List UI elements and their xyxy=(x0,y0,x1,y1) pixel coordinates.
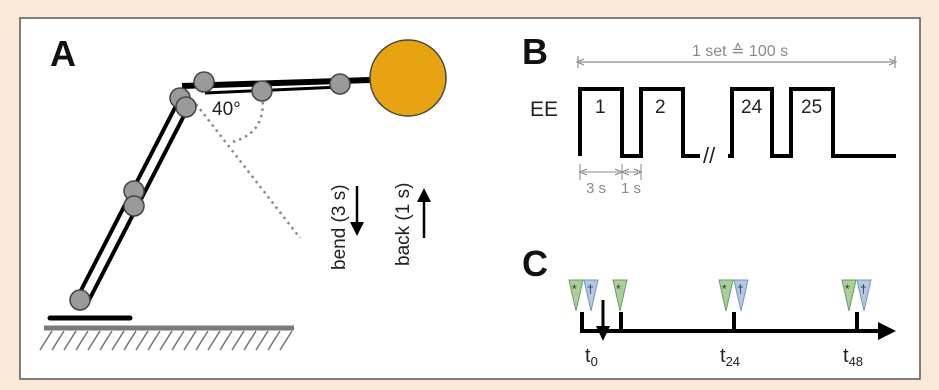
marker-t48-blue: † xyxy=(856,279,872,312)
pulse-label-1: 1 xyxy=(595,97,606,118)
time-subscript: 24 xyxy=(726,354,740,369)
marker-t48-green: * xyxy=(841,279,857,312)
panel-c: C * † * * † xyxy=(522,243,896,369)
joint xyxy=(123,195,145,217)
joints xyxy=(69,71,351,311)
reference-dotted-line xyxy=(195,103,301,239)
time-subscript: 48 xyxy=(849,354,863,369)
stimulus-arrow-head xyxy=(596,326,610,341)
panel-a: A 40° xyxy=(39,33,447,351)
time-subscript: 0 xyxy=(591,354,598,369)
marker-t0-green: * xyxy=(568,279,584,312)
marker-t24-blue: † xyxy=(733,279,749,312)
time-label-t0: t0 xyxy=(585,345,598,369)
bend-arrow-head xyxy=(350,222,364,236)
svg-text:†: † xyxy=(587,282,594,296)
duration-arrows xyxy=(580,164,641,180)
joint xyxy=(329,73,351,95)
svg-text:*: * xyxy=(616,282,621,296)
time-label-t24: t24 xyxy=(720,345,740,369)
weight-ball xyxy=(369,39,447,117)
duration-1s: 1 s xyxy=(621,180,641,197)
back-label: back (1 s) xyxy=(393,183,414,266)
ground xyxy=(39,325,294,351)
pulse-label-24: 24 xyxy=(741,97,763,118)
bend-label: bend (3 s) xyxy=(329,184,350,270)
svg-text:*: * xyxy=(572,282,577,296)
time-label-t48: t48 xyxy=(843,345,863,369)
svg-text:*: * xyxy=(845,282,850,296)
pulse-label-2: 2 xyxy=(655,97,666,118)
marker-post-green: * xyxy=(612,279,628,312)
panel-b: B 1 set ≙ 100 s EE // 1 2 24 25 3 s 1 s xyxy=(522,31,896,197)
wave-break: // xyxy=(703,143,716,168)
svg-text:†: † xyxy=(860,282,867,296)
svg-text:†: † xyxy=(737,282,744,296)
pulse-label-25: 25 xyxy=(801,97,822,118)
panel-c-letter: C xyxy=(522,243,548,284)
back-arrow-head xyxy=(417,188,431,202)
angle-label: 40° xyxy=(212,99,241,120)
ee-row-label: EE xyxy=(530,98,558,121)
ee-square-wave-end xyxy=(728,87,896,158)
panel-a-letter: A xyxy=(50,33,76,74)
joint xyxy=(251,80,273,102)
joint xyxy=(193,71,215,93)
marker-t24-green: * xyxy=(718,279,734,312)
joint xyxy=(69,289,91,311)
svg-text:*: * xyxy=(722,282,727,296)
joint xyxy=(175,96,197,118)
duration-3s: 3 s xyxy=(586,180,606,197)
ee-square-wave xyxy=(578,87,700,158)
marker-t0-blue: † xyxy=(583,279,599,312)
set-label: 1 set ≙ 100 s xyxy=(692,43,788,60)
panel-b-letter: B xyxy=(522,31,548,72)
figure-frame xyxy=(19,17,921,380)
time-axis-arrowhead xyxy=(878,322,896,340)
